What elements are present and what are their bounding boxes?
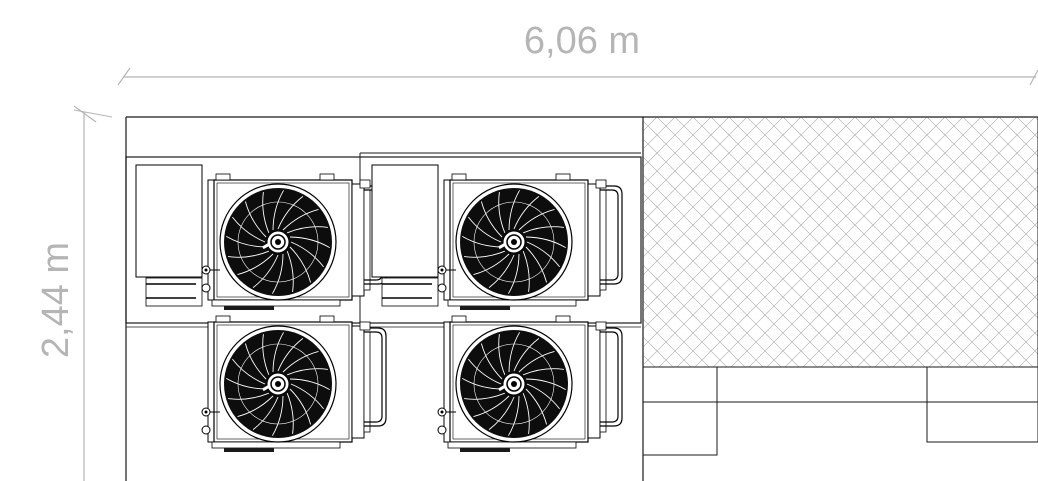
condensing-unit-top-left — [135, 164, 386, 310]
height-dimension: 2,44 m — [35, 105, 113, 481]
height-dimension-label: 2,44 m — [35, 242, 77, 358]
condensing-unit-top-right — [371, 164, 622, 310]
lower-right-blocks — [642, 366, 1038, 456]
width-dimension-label: 6,06 m — [524, 20, 640, 62]
condensing-unit-bottom-left — [202, 316, 386, 452]
hatched-zone — [642, 116, 1038, 368]
condensing-unit-bottom-right — [438, 316, 622, 452]
width-dimension: 6,06 m — [117, 20, 1038, 86]
